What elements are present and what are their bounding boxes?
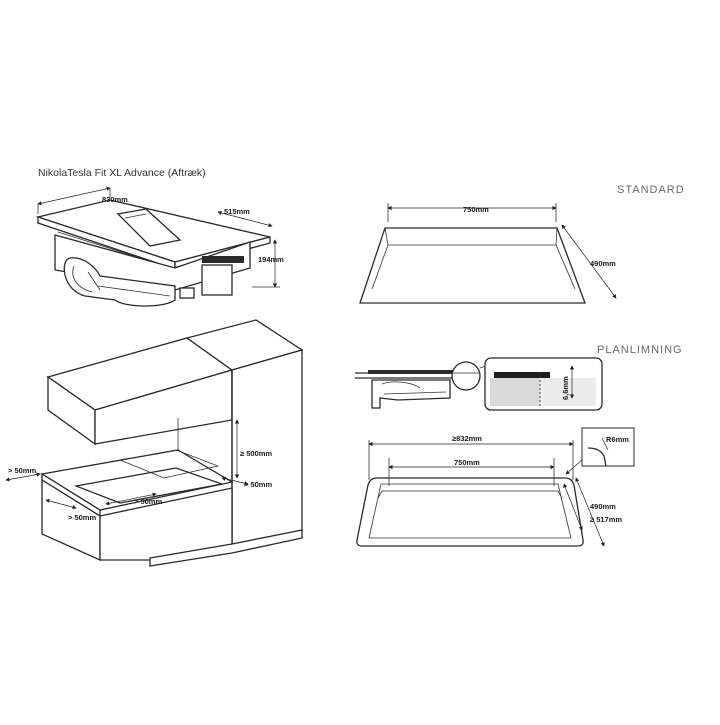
clearance-left-label: > 50mm xyxy=(8,466,36,475)
outer-width-label: ≥832mm xyxy=(452,434,482,443)
flush-detail-view: 6,6mm xyxy=(484,357,603,411)
standard-heading: STANDARD xyxy=(617,184,685,196)
product-title: NikolaTesla Fit XL Advance (Aftræk) xyxy=(38,167,206,179)
vent-grille xyxy=(201,256,244,296)
flush-cutout: PLANLIMNING 6,6mm xyxy=(355,344,683,547)
clearance-above-label: ≥ 500mm xyxy=(240,449,272,458)
product-width-label: 830mm xyxy=(102,195,128,204)
clearance-front-label: > 50mm xyxy=(134,497,162,506)
product-depth-label: 515mm xyxy=(224,207,250,216)
inner-depth-label: 490mm xyxy=(590,502,616,511)
rebate-depth-label: 6,6mm xyxy=(561,376,570,400)
standard-width-label: 750mm xyxy=(463,205,489,214)
clearance-back-label: > 50mm xyxy=(68,513,96,522)
corner-radius-label: R6mm xyxy=(606,435,629,444)
product-drawing: NikolaTesla Fit XL Advance (Aftræk) 830m… xyxy=(35,167,284,307)
flush-section-view xyxy=(355,361,487,409)
clearance-right-label: > 50mm xyxy=(244,480,272,489)
outer-depth-label: ≥ 517mm xyxy=(590,515,622,524)
standard-cutout: STANDARD 750mm 490mm xyxy=(359,184,685,304)
inner-width-label: 750mm xyxy=(454,458,480,467)
flush-heading: PLANLIMNING xyxy=(597,344,683,356)
kitchen-drawing: ≥ 500mm > 50mm > 50mm > 50mm > 50mm xyxy=(5,319,304,567)
product-height-label: 194mm xyxy=(258,255,284,264)
corner-radius-callout: R6mm xyxy=(565,427,635,475)
standard-depth-label: 490mm xyxy=(590,259,616,268)
